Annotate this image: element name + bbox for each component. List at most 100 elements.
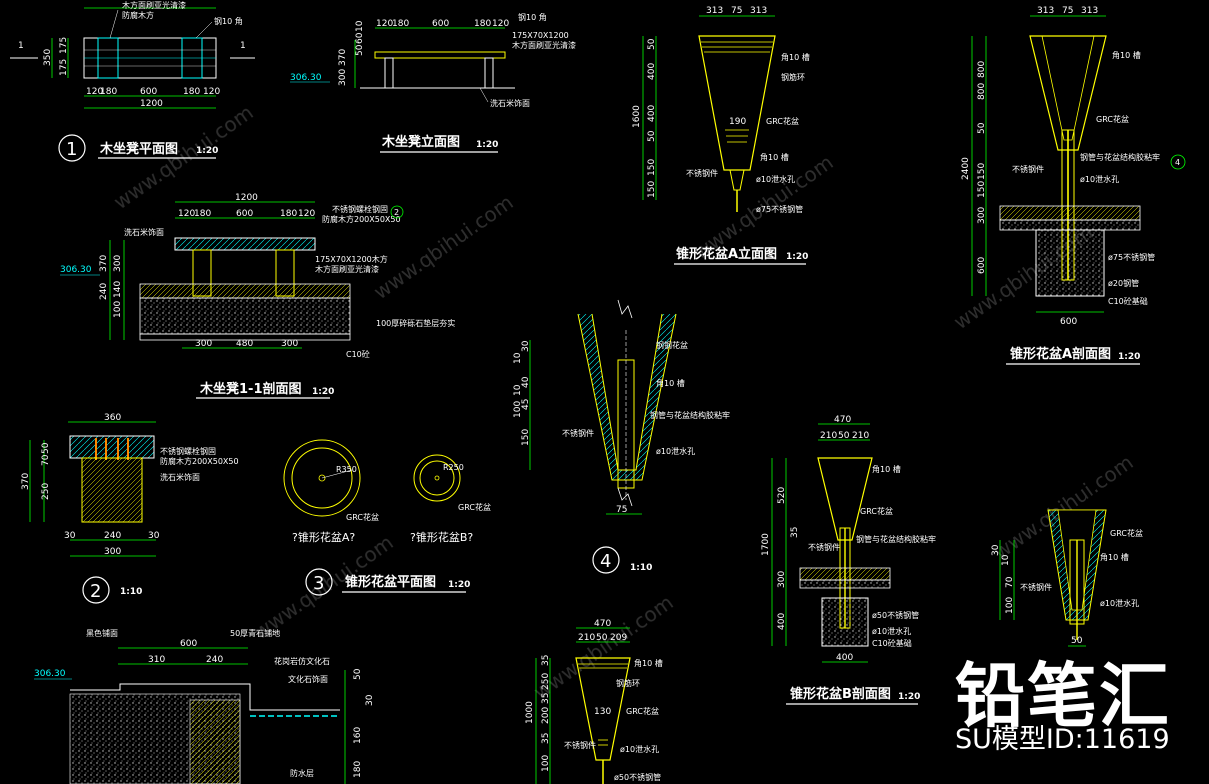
note: 黑色铺面 [86,628,118,638]
dim-bottom: 50 [1071,636,1083,646]
dim: 100 [113,301,123,318]
note: 不锈钢螺栓钢固 [332,204,388,214]
view-number: 2 [90,581,101,602]
svg-text:1: 1 [240,41,246,51]
dim: 520 [777,487,787,504]
dim-total: 2400 [961,157,971,180]
dim: 100 [513,401,523,418]
pot-plan-view: R350 R250 GRC花盆 GRC花盆 ?锥形花盆A? ?锥形花盆B? 3 … [283,439,491,596]
note: 防腐木方200X50X50 [322,214,401,224]
dim: 300 [195,339,212,349]
dim: 35 [790,527,800,538]
dim: 120 [178,209,195,219]
dim: 600 [180,639,197,649]
note: 钢管与花盆结构胶粘牢 [856,534,936,544]
note: ø10泄水孔 [756,174,795,184]
dim-total: 1200 [140,99,163,109]
note: 木方面刷亚光清漆 [122,0,186,10]
note: ø75不锈钢管 [1108,252,1155,262]
elevation-mark: 306.30 [60,265,92,275]
note: 钢钢花盆 [656,340,688,350]
dim-h1: 370 [338,49,348,66]
note: 钢10 角 [214,16,243,26]
watermark-text: www.qbihui.com [529,590,678,704]
detail-marker: 2 [394,208,399,217]
pot-a-label: ?锥形花盆A? [292,530,355,544]
note: GRC花盆 [626,706,659,716]
note: 防腐木方200X50X50 [160,456,239,466]
dim-side: 30 [64,531,76,541]
view-title: 锥形花盆A立面图 [676,246,777,262]
dim: 300 [977,207,987,224]
dim: 70 [41,454,51,466]
dim: 313 [1081,6,1098,16]
dim: 50 [647,38,657,50]
dim: 50 [41,442,51,454]
pot-b-elevation-view: 470 210 50 209 1000 35 250 35 200 35 100… [525,619,663,784]
dim: 160 [353,727,363,744]
view-title: 锥形花盆B剖面图 [790,686,891,702]
note: ø10泄水孔 [1080,174,1119,184]
dim: 300 [113,255,123,272]
view-title: 锥形花盆平面图 [345,574,436,590]
dim: 313 [1037,6,1054,16]
note: 钢管与花盆结构胶粘牢 [1080,152,1160,162]
note: GRC花盆 [1110,528,1143,538]
view-scale: 1:20 [786,252,808,262]
pot-b-label: ?锥形花盆B? [410,530,473,544]
note: 不锈钢螺栓钢固 [160,446,216,456]
watermark-text: www.qbihui.com [369,190,518,304]
note: 角10 槽 [781,52,810,62]
dim: 50 [647,130,657,142]
svg-text:1: 1 [18,41,24,51]
dim-width: 190 [729,117,746,127]
view-scale: 1:10 [120,587,142,597]
dim: 10 [513,384,523,396]
note: 洗石米饰面 [160,472,200,482]
dim: 200 [541,707,551,724]
dim: 100 [541,755,551,772]
note: ø10泄水孔 [620,744,659,754]
radius-b: R250 [443,463,464,472]
note: C10砼基础 [872,638,912,648]
dim: 10 [355,20,365,32]
note: 钢10 角 [518,12,547,22]
dim: 75 [731,6,742,16]
pot-b-detail-view: 30 10 70 100 50 GRC花盆 角10 槽 不锈钢件 ø10泄水孔 [991,509,1143,647]
view-scale: 1:20 [196,146,218,156]
bench-elevation-view: 120 180 600 180 120 370 300 50 60 10 306… [290,12,576,153]
note: 角10 槽 [656,378,685,388]
note: 文化石饰面 [288,674,328,684]
dim: 180 [194,209,211,219]
dim: 600 [140,87,157,97]
dim: 10 [1001,554,1011,566]
note: 不锈钢件 [808,542,840,552]
dim-width: 130 [594,707,611,717]
radius-a: R350 [336,465,357,474]
note: 100厚碎砾石垫层夯实 [376,318,455,328]
dim-top: 470 [834,415,851,425]
note: 钢筋环 [781,72,805,82]
note: 防腐木方 [122,10,154,20]
bench-plan-view: 1 1 350 175 175 120 180 600 180 120 1200… [10,0,255,162]
dim: 400 [647,105,657,122]
dim: 30 [991,544,1001,556]
view-scale: 1:20 [448,580,470,590]
dim: 35 [541,655,551,666]
view-scale: 1:20 [476,140,498,150]
note: C10砼基础 [1108,296,1148,306]
dim: 313 [706,6,723,16]
dim-side: 30 [148,531,160,541]
note: 角10 槽 [1112,50,1141,60]
note: 不锈钢件 [564,740,596,750]
note: 175X70X1200 [512,31,569,40]
dim-top: 360 [104,413,121,423]
note: 角10 槽 [872,464,901,474]
dim: 60 [355,32,365,44]
dim: 180 [100,87,117,97]
note: GRC花盆 [1096,114,1129,124]
view-scale: 1:20 [312,387,334,397]
note: GRC花盆 [458,502,491,512]
dim: 800 [977,61,987,78]
dim: 600 [236,209,253,219]
